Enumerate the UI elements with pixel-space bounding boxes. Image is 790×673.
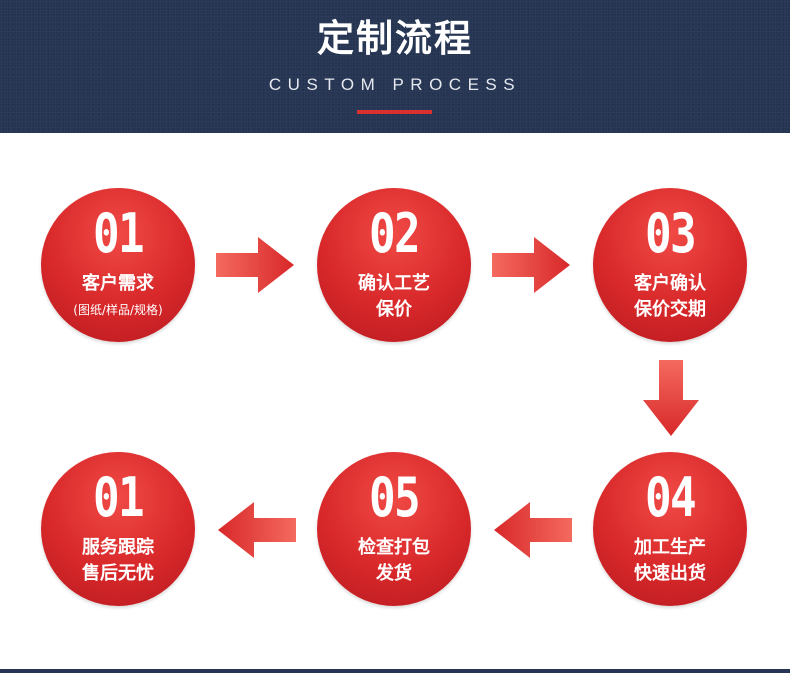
step-number: 04 [644,466,697,529]
step-number: 05 [368,466,421,529]
step-sublabel: 保价交期 [634,299,706,320]
step-sublabel: 保价 [376,299,412,320]
step-sublabel: 发货 [376,563,412,584]
step-number: 02 [368,202,421,265]
step-circle-6: 01 服务跟踪 售后无忧 [41,452,195,606]
step-circle-1: 01 客户需求 (图纸/样品/规格) [41,188,195,342]
step-label: 服务跟踪 [82,537,154,558]
step-label: 客户确认 [634,273,706,294]
step-label: 确认工艺 [358,273,430,294]
step-circle-5: 05 检查打包 发货 [317,452,471,606]
step-sublabel: 快速出货 [634,563,706,584]
step-number: 03 [644,202,697,265]
step-circle-4: 04 加工生产 快速出货 [593,452,747,606]
step-label: 检查打包 [358,537,430,558]
step-sublabel: 售后无忧 [82,563,154,584]
step-label: 加工生产 [634,537,706,558]
arrow-right-icon [492,237,570,293]
page-subtitle: CUSTOM PROCESS [268,75,522,94]
step-circle-3: 03 客户确认 保价交期 [593,188,747,342]
arrow-left-icon [218,502,296,558]
step-label: 客户需求 [82,273,154,294]
step-number: 01 [92,202,145,265]
title-underline [357,110,432,114]
arrow-left-icon [494,502,572,558]
step-sublabel: (图纸/样品/规格) [73,303,163,317]
page-title: 定制流程 [317,17,473,60]
header-banner: 定制流程 CUSTOM PROCESS [0,0,790,133]
arrow-right-icon [216,237,294,293]
arrow-down-icon [643,360,699,436]
step-number: 01 [92,466,145,529]
footer-divider [0,669,790,673]
step-circle-2: 02 确认工艺 保价 [317,188,471,342]
